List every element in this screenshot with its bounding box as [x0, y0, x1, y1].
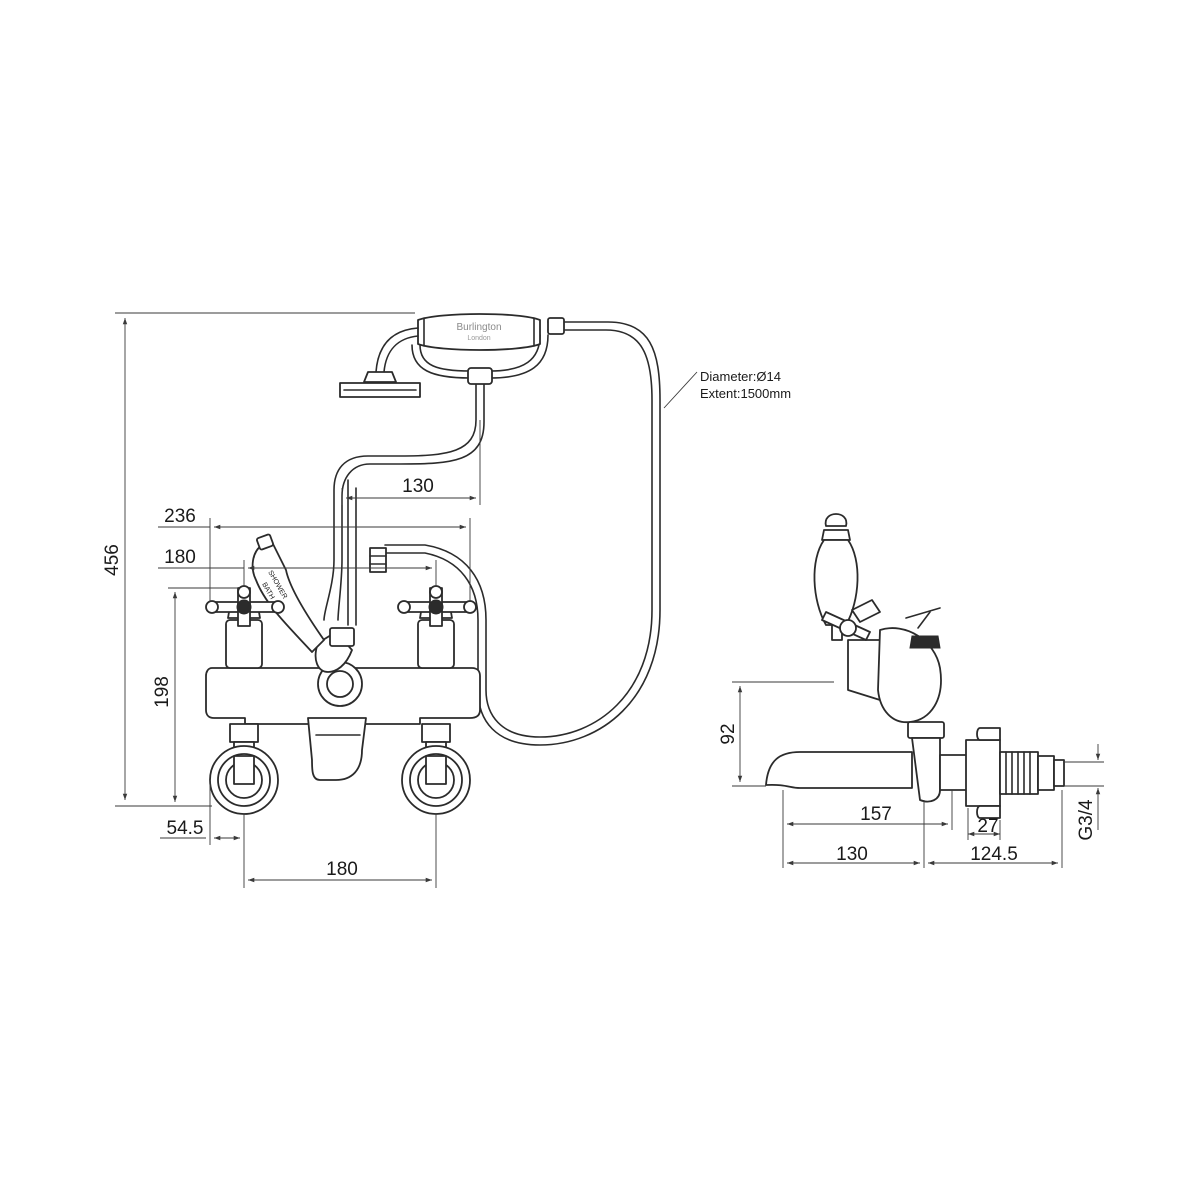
side-dimensions: 92 157 27 130 124.5 G3/4: [718, 681, 1104, 868]
dim-overall-height: 456: [102, 544, 123, 576]
shower-hose: [384, 317, 661, 746]
dim-inlet-offset: 54.5: [167, 818, 204, 839]
hose-note: Diameter:Ø14 Extent:1500mm: [663, 369, 791, 409]
dim-hose-offset: 130: [402, 476, 434, 497]
side-spout: [765, 751, 913, 789]
handset-city-text: London: [467, 335, 490, 342]
dim-spout-reach: 157: [860, 804, 892, 825]
hose-diameter-text: Diameter:Ø14: [700, 369, 781, 384]
dim-spout-to-body: 130: [836, 844, 868, 865]
hose-extent-text: Extent:1500mm: [700, 386, 791, 401]
side-body: [821, 599, 945, 803]
left-inlet: [209, 723, 279, 815]
front-dimensions: 456 130 236 180 198: [102, 312, 481, 888]
dim-overall-width: 236: [164, 506, 196, 527]
handset-cradle: [411, 334, 549, 385]
side-view: 92 157 27 130 124.5 G3/4: [718, 513, 1104, 868]
dim-flange: 27: [977, 816, 998, 837]
dim-handle-centres: 180: [164, 547, 196, 568]
left-cross-handle: [205, 585, 285, 669]
right-cross-handle: [397, 585, 477, 669]
dim-inlet-centres: 180: [326, 859, 358, 880]
side-inlet: [939, 727, 1065, 819]
dim-thread: G3/4: [1076, 799, 1097, 841]
right-inlet: [401, 723, 471, 815]
handset-brand-text: Burlington: [456, 322, 501, 333]
side-lever: [813, 513, 859, 641]
dim-spout-height: 92: [718, 723, 739, 744]
front-view: Burlington London SHOWER BATH: [102, 312, 791, 888]
dim-body-to-inlet: 124.5: [970, 844, 1018, 865]
shower-handset: Burlington London: [339, 313, 541, 398]
dim-body-height: 198: [152, 676, 173, 708]
tap-body: SHOWER BATH: [205, 533, 481, 781]
riser-pipe: [323, 383, 485, 626]
